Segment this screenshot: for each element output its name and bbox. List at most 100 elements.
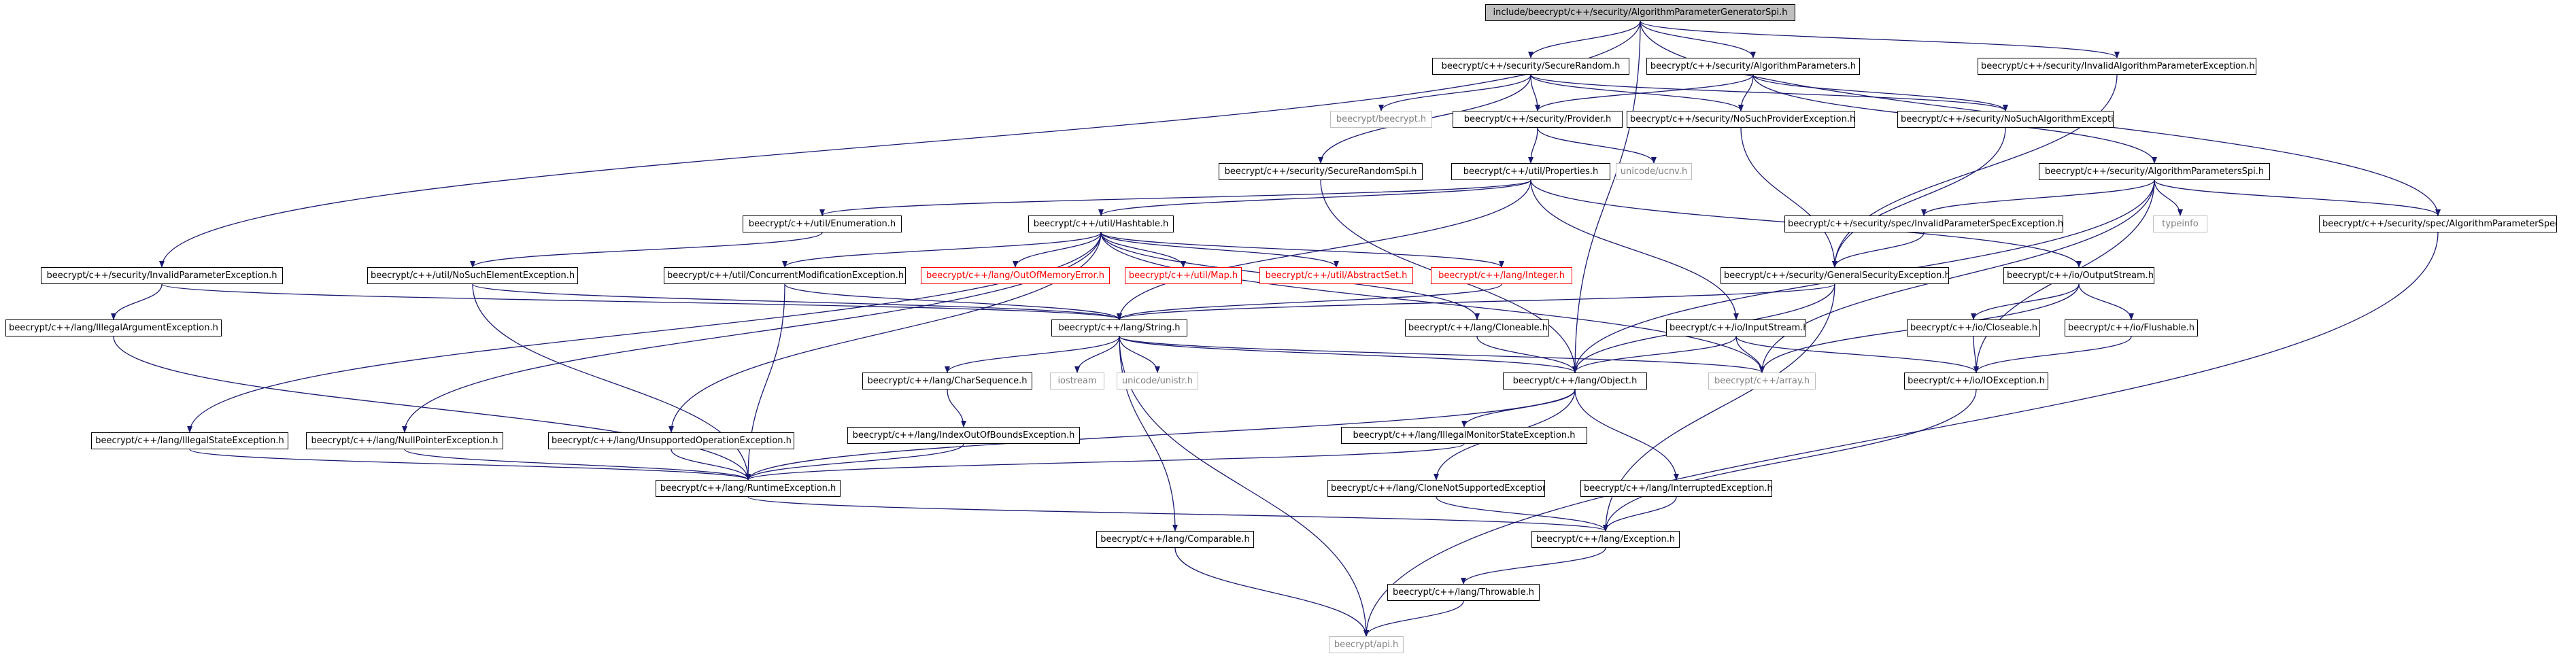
node-beecrypt-c-lang-exception-h[interactable]: beecrypt/c++/lang/Exception.h xyxy=(1531,531,1680,548)
edge-rte-to-exc xyxy=(747,496,1608,532)
edge-ap-to-nsae xyxy=(1752,74,2008,111)
node-beecrypt-c-security-nosuchproviderexception-h[interactable]: beecrypt/c++/security/NoSuchProviderExce… xyxy=(1627,111,1855,128)
node-beecrypt-c-lang-nullpointerexception-h[interactable]: beecrypt/c++/lang/NullPointerException.h xyxy=(306,432,503,449)
edge-sr-to-prov xyxy=(1530,74,1540,111)
node-beecrypt-c-security-securerandomspi-h[interactable]: beecrypt/c++/security/SecureRandomSpi.h xyxy=(1219,163,1423,180)
node-beecrypt-c-security-generalsecurityexception-h[interactable]: beecrypt/c++/security/GeneralSecurityExc… xyxy=(1721,267,1949,284)
edge-imse-to-rte xyxy=(745,443,1465,481)
edge-str-to-iostream xyxy=(1074,336,1120,373)
node-beecrypt-c-io-closeable-h[interactable]: beecrypt/c++/io/Closeable.h xyxy=(1907,319,2040,336)
edge-cme-to-str xyxy=(784,283,1122,320)
edge-cme-to-rte xyxy=(745,283,785,481)
edge-os-to-closeable xyxy=(1971,283,2080,320)
edge-nsee-to-str xyxy=(472,283,1122,320)
edge-clon-to-obj xyxy=(1476,336,1578,373)
node-beecrypt-c-util-map-h[interactable]: beecrypt/c++/util/Map.h xyxy=(1125,267,1242,284)
node-beecrypt-api-h: beecrypt/api.h xyxy=(1329,636,1404,653)
node-beecrypt-c-lang-object-h[interactable]: beecrypt/c++/lang/Object.h xyxy=(1503,373,1647,389)
node-beecrypt-c-security-algorithmparametersspi-h[interactable]: beecrypt/c++/security/AlgorithmParameter… xyxy=(2039,163,2270,180)
node-beecrypt-c-util-enumeration-h[interactable]: beecrypt/c++/util/Enumeration.h xyxy=(743,215,902,232)
edge-sr-to-bh xyxy=(1378,74,1531,111)
node-beecrypt-c-security-invalidalgorithmparameterexception-h[interactable]: beecrypt/c++/security/InvalidAlgorithmPa… xyxy=(1978,58,2256,75)
node-unicode-ucnv-h: unicode/ucnv.h xyxy=(1616,163,1692,180)
node-beecrypt-c-lang-runtimeexception-h[interactable]: beecrypt/c++/lang/RuntimeException.h xyxy=(656,480,841,497)
edge-ht-to-aset xyxy=(1100,232,1339,268)
node-beecrypt-c-security-spec-invalidparameterspecexception-h[interactable]: beecrypt/c++/security/spec/InvalidParame… xyxy=(1784,215,2063,232)
edge-nsee-to-rte xyxy=(472,283,751,481)
edge-ap-to-nspe xyxy=(1738,74,1754,111)
edge-enum-to-nsee xyxy=(470,232,823,268)
node-beecrypt-c-lang-integer-h[interactable]: beecrypt/c++/lang/Integer.h xyxy=(1431,267,1572,284)
node-beecrypt-c-lang-string-h[interactable]: beecrypt/c++/lang/String.h xyxy=(1051,319,1187,336)
edge-aps-to-ipse xyxy=(1921,179,2155,216)
edge-ht-to-arr xyxy=(1100,232,1765,373)
node-beecrypt-c-util-abstractset-h[interactable]: beecrypt/c++/util/AbstractSet.h xyxy=(1259,267,1413,284)
node-beecrypt-c-lang-outofmemoryerror-h[interactable]: beecrypt/c++/lang/OutOfMemoryError.h xyxy=(921,267,1110,284)
edge-comp-to-api xyxy=(1174,547,1369,637)
node-beecrypt-c-lang-illegalstateexception-h[interactable]: beecrypt/c++/lang/IllegalStateException.… xyxy=(91,432,288,449)
edge-obj-to-rte xyxy=(745,389,1576,481)
node-beecrypt-c-util-nosuchelementexception-h[interactable]: beecrypt/c++/util/NoSuchElementException… xyxy=(367,267,578,284)
node-include-beecrypt-c-security-algorithmparametergeneratorspi-h[interactable]: include/beecrypt/c++/security/AlgorithmP… xyxy=(1485,4,1795,21)
edge-aps2-to-api xyxy=(1363,232,2439,637)
node-beecrypt-c-lang-unsupportedoperationexception-h[interactable]: beecrypt/c++/lang/UnsupportedOperationEx… xyxy=(548,432,794,449)
node-beecrypt-c-security-invalidparameterexception-h[interactable]: beecrypt/c++/security/InvalidParameterEx… xyxy=(41,267,283,284)
node-beecrypt-c-io-inputstream-h[interactable]: beecrypt/c++/io/InputStream.h xyxy=(1666,319,1806,336)
node-typeinfo: typeinfo xyxy=(2153,215,2207,232)
node-beecrypt-c-util-properties-h[interactable]: beecrypt/c++/util/Properties.h xyxy=(1451,163,1610,180)
edge-ap-to-prov xyxy=(1535,74,1754,111)
edge-str-to-arr xyxy=(1119,336,1765,373)
node-beecrypt-c-security-securerandom-h[interactable]: beecrypt/c++/security/SecureRandom.h xyxy=(1432,58,1629,75)
node-unicode-unistr-h: unicode/unistr.h xyxy=(1117,373,1198,389)
edge-is-to-obj xyxy=(1572,336,1737,373)
node-beecrypt-c-security-algorithmparameters-h[interactable]: beecrypt/c++/security/AlgorithmParameter… xyxy=(1646,58,1860,75)
node-beecrypt-beecrypt-h: beecrypt/beecrypt.h xyxy=(1330,111,1432,128)
edge-aps-to-aps2 xyxy=(2154,179,2441,216)
node-beecrypt-c-lang-illegalmonitorstateexception-h[interactable]: beecrypt/c++/lang/IllegalMonitorStateExc… xyxy=(1341,427,1587,444)
node-beecrypt-c-security-nosuchalgorithmexception-h[interactable]: beecrypt/c++/security/NoSuchAlgorithmExc… xyxy=(1897,111,2114,128)
node-beecrypt-c-lang-clonenotsupportedexception-h[interactable]: beecrypt/c++/lang/CloneNotSupportedExcep… xyxy=(1327,480,1545,497)
edge-props-to-str xyxy=(1117,179,1531,320)
edge-is-to-ioe xyxy=(1735,336,1979,373)
edge-integer-to-str xyxy=(1117,283,1502,320)
edge-ht-to-npe xyxy=(402,232,1102,433)
edge-str-to-unistr xyxy=(1119,336,1160,373)
edge-nsae-to-gse xyxy=(1832,127,2006,268)
edge-ht-to-cme xyxy=(782,232,1102,268)
node-beecrypt-c-io-outputstream-h[interactable]: beecrypt/c++/io/OutputStream.h xyxy=(2003,267,2154,284)
edge-str-to-api xyxy=(1119,336,1369,637)
edge-ipse-to-gse xyxy=(1832,232,1925,268)
node-beecrypt-c-lang-charsequence-h[interactable]: beecrypt/c++/lang/CharSequence.h xyxy=(862,373,1032,389)
edge-nspe-to-gse xyxy=(1740,127,1837,268)
node-beecrypt-c-lang-indexoutofboundsexception-h[interactable]: beecrypt/c++/lang/IndexOutOfBoundsExcept… xyxy=(847,427,1080,444)
edge-ht-to-uoe xyxy=(668,232,1102,433)
edge-uoe-to-rte xyxy=(671,449,751,481)
node-beecrypt-c-lang-cloneable-h[interactable]: beecrypt/c++/lang/Cloneable.h xyxy=(1405,319,1549,336)
node-beecrypt-c-util-concurrentmodificationexception-h[interactable]: beecrypt/c++/util/ConcurrentModification… xyxy=(664,267,906,284)
edge-props-to-is xyxy=(1530,179,1739,320)
node-beecrypt-c-util-hashtable-h[interactable]: beecrypt/c++/util/Hashtable.h xyxy=(1028,215,1174,232)
edge-str-to-cs xyxy=(945,336,1120,373)
edge-root-to-ap xyxy=(1640,20,1756,58)
edge-props-to-enum xyxy=(819,179,1531,216)
edge-root-to-obj xyxy=(1572,20,1641,373)
edge-obj-to-ie xyxy=(1574,389,1679,481)
node-beecrypt-c-lang-comparable-h[interactable]: beecrypt/c++/lang/Comparable.h xyxy=(1096,531,1254,548)
edge-props-to-ht xyxy=(1098,179,1531,216)
node-beecrypt-c-security-provider-h[interactable]: beecrypt/c++/security/Provider.h xyxy=(1453,111,1623,128)
node-beecrypt-c-io-flushable-h[interactable]: beecrypt/c++/io/Flushable.h xyxy=(2065,319,2198,336)
node-beecrypt-c-array-h: beecrypt/c++/array.h xyxy=(1708,373,1816,389)
edge-prov-to-props xyxy=(1528,127,1538,164)
edge-gse-to-str xyxy=(1117,283,1835,320)
node-beecrypt-c-security-spec-algorithmparameterspec-h[interactable]: beecrypt/c++/security/spec/AlgorithmPara… xyxy=(2319,215,2557,232)
edge-ipe-to-iae xyxy=(111,283,163,320)
edge-str-to-obj xyxy=(1119,336,1578,373)
edge-ise-to-rte xyxy=(189,449,751,481)
edge-prov-to-ucnv xyxy=(1537,127,1657,164)
node-beecrypt-c-lang-illegalargumentexception-h[interactable]: beecrypt/c++/lang/IllegalArgumentExcepti… xyxy=(5,319,222,336)
node-beecrypt-c-lang-throwable-h[interactable]: beecrypt/c++/lang/Throwable.h xyxy=(1387,584,1540,601)
node-beecrypt-c-lang-interruptedexception-h[interactable]: beecrypt/c++/lang/InterruptedException.h xyxy=(1580,480,1772,497)
edge-thr-to-api xyxy=(1363,600,1464,637)
node-beecrypt-c-io-ioexception-h[interactable]: beecrypt/c++/io/IOException.h xyxy=(1904,373,2048,389)
